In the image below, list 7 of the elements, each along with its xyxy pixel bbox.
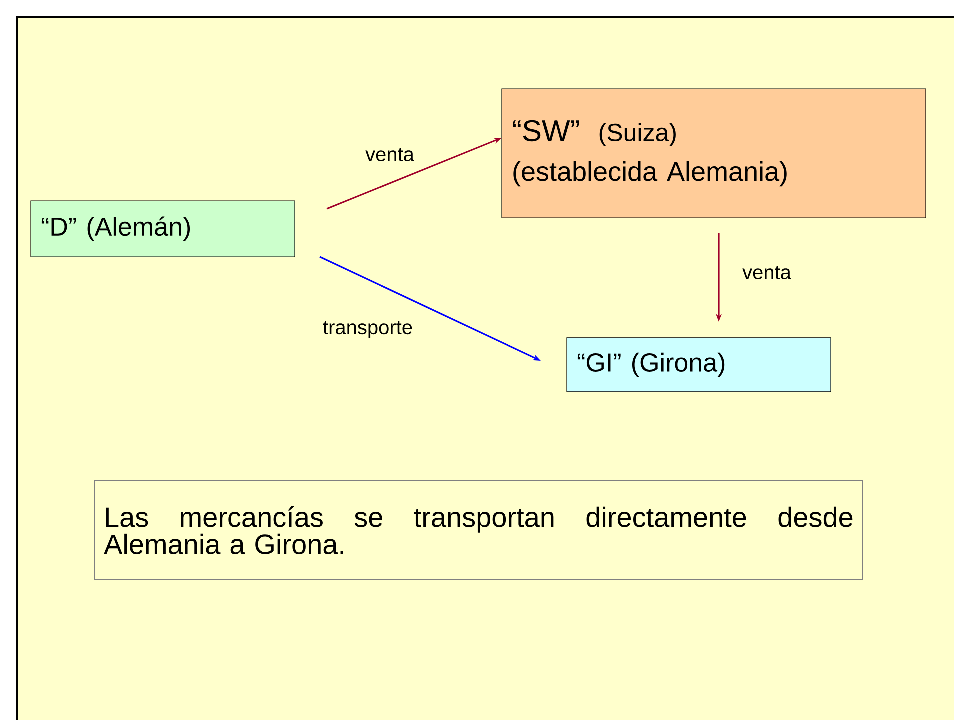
note-box: Las mercancías se transportan directamente desde Alemania a Girona. <box>94 480 864 580</box>
edge-label: venta <box>742 265 792 281</box>
edge-label: venta <box>364 147 416 163</box>
edge-label: transporte <box>322 320 414 340</box>
company-box: “GI” (Girona) <box>566 338 832 392</box>
company-box: “SW” (Suiza) (establecida Alemania) <box>502 88 926 218</box>
company-box: “D” (Alemán) <box>30 200 296 258</box>
